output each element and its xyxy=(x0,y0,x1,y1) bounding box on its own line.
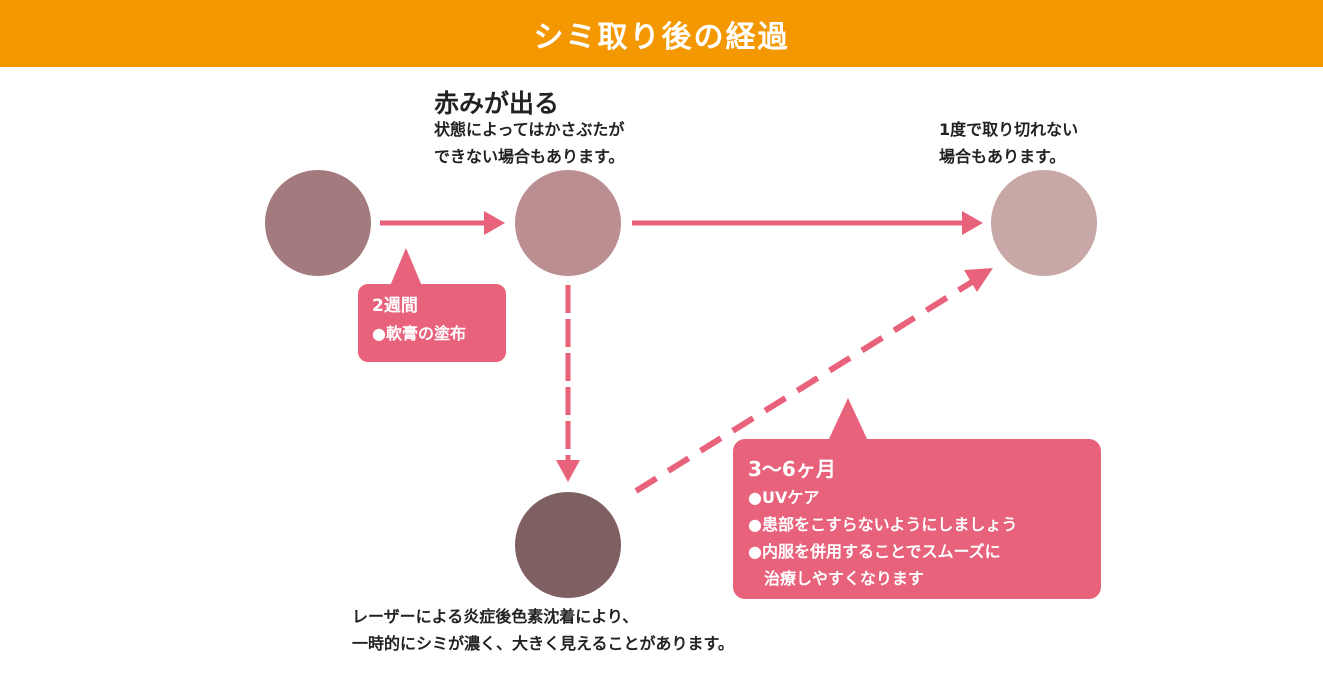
pigmentation-note-line: レーザーによる炎症後色素沈着により、 xyxy=(352,607,639,626)
page-title: シミ取り後の経過 xyxy=(533,19,790,55)
pigmentation-note: レーザーによる炎症後色素沈着により、 一時的にシミが濃く、大きく見えることがあり… xyxy=(352,603,734,657)
redness-note-line: 状態によってはかさぶたが xyxy=(434,120,625,139)
spot-final xyxy=(991,170,1097,276)
callout-months-item: ●UVケア xyxy=(748,488,820,507)
spot-initial xyxy=(265,170,371,276)
redness-note-line: できない場合もあります。 xyxy=(434,147,625,166)
incomplete-note-line: 場合もあります。 xyxy=(939,147,1066,166)
redness-heading: 赤みが出る xyxy=(434,89,560,118)
header-bar: シミ取り後の経過 xyxy=(0,0,1323,67)
arrow-redness-to-final xyxy=(632,211,983,235)
arrow-redness-to-darkened xyxy=(556,285,580,482)
callout-months-item: ●患部をこすらないようにしましょう xyxy=(748,515,1018,534)
callout-months-item: ●内服を併用することでスムーズに xyxy=(748,542,1001,561)
callout-two-weeks-title: 2週間 xyxy=(372,296,418,316)
incomplete-note: 1度で取り切れない 場合もあります。 xyxy=(939,116,1078,170)
callout-months-item: 治療しやすくなります xyxy=(748,569,924,588)
arrow-initial-to-redness xyxy=(380,211,505,235)
callout-two-weeks-item: ●軟膏の塗布 xyxy=(372,324,466,343)
arrow-darkened-to-final xyxy=(634,268,993,494)
callout-months: 3〜6ヶ月 ●UVケア ●患部をこすらないようにしましょう ●内服を併用すること… xyxy=(748,454,1017,592)
callout-months-title: 3〜6ヶ月 xyxy=(748,457,836,481)
spot-darkened xyxy=(515,492,621,598)
pigmentation-note-line: 一時的にシミが濃く、大きく見えることがあります。 xyxy=(352,634,734,653)
callout-two-weeks-box xyxy=(358,248,506,362)
incomplete-note-line: 1度で取り切れない xyxy=(939,120,1079,139)
callout-two-weeks: 2週間 ●軟膏の塗布 xyxy=(372,293,466,347)
spot-redness xyxy=(515,170,621,276)
callout-months-box xyxy=(733,398,1101,599)
redness-note: 状態によってはかさぶたが できない場合もあります。 xyxy=(434,116,624,170)
